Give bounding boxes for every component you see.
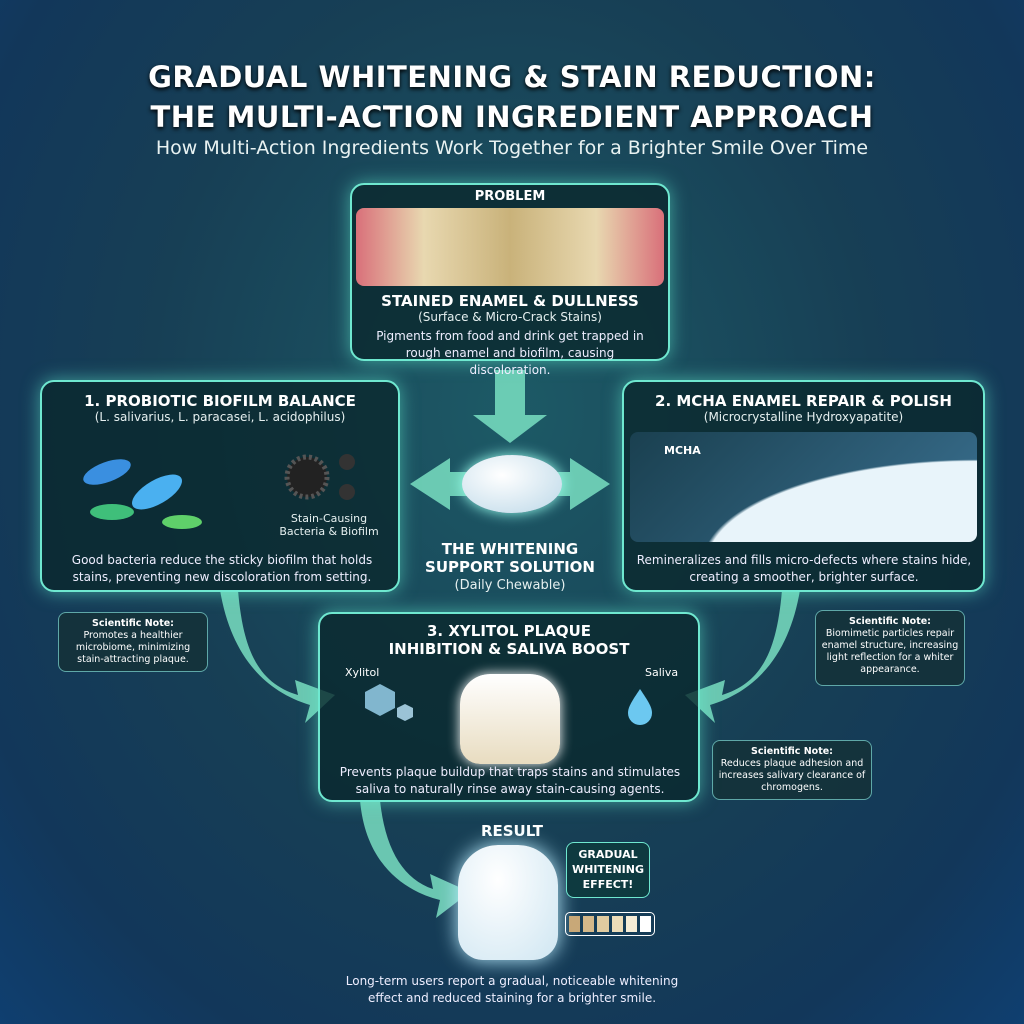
saliva-label: Saliva (645, 666, 679, 679)
probiotic-subheading: (L. salivarius, L. paracasei, L. acidoph… (94, 410, 346, 424)
probiotic-text: Good bacteria reduce the sticky biofilm … (71, 553, 373, 584)
note-title: Scientific Note: (751, 746, 833, 757)
mcha-text: Remineralizes and fills micro-defects wh… (636, 553, 972, 584)
solution-subheading: (Daily Chewable) (454, 578, 566, 593)
problem-heading: STAINED ENAMEL & DULLNESS (381, 292, 639, 310)
problem-box: PROBLEM STAINED ENAMEL & DULLNESS (Surfa… (350, 183, 670, 377)
mcha-image-label: MCHA (664, 444, 701, 457)
note-text: Biomimetic particles repair enamel struc… (821, 628, 959, 675)
shade-step (611, 916, 623, 932)
shade-step (625, 916, 637, 932)
mcha-subheading: (Microcrystalline Hydroxyapatite) (703, 410, 904, 424)
saliva-drop-icon (620, 684, 670, 734)
result-label: RESULT (480, 822, 544, 840)
result-text: Long-term users report a gradual, notice… (345, 974, 679, 1005)
title-line-2: THE MULTI-ACTION INGREDIENT APPROACH (150, 100, 874, 134)
subtitle: How Multi-Action Ingredients Work Togeth… (155, 137, 869, 159)
arrow-mcha-to-xylitol (685, 590, 800, 723)
xylitol-box: 3. XYLITOL PLAQUE INHIBITION & SALIVA BO… (318, 612, 700, 802)
title-line-1: GRADUAL WHITENING & STAIN REDUCTION: (148, 60, 876, 94)
arrow-down-problem (473, 370, 547, 443)
arrow-right-mcha (535, 458, 610, 510)
xylitol-text: Prevents plaque buildup that traps stain… (339, 765, 681, 796)
problem-label: PROBLEM (474, 189, 546, 204)
tooth-icon (460, 674, 560, 764)
problem-subheading: (Surface & Micro-Crack Stains) (418, 310, 602, 324)
mcha-box: 2. MCHA ENAMEL REPAIR & POLISH (Microcry… (622, 380, 985, 592)
xylitol-label: Xylitol (345, 666, 380, 679)
xylitol-crystal-icon (360, 679, 420, 729)
enamel-image (630, 432, 977, 542)
shade-progress-bar (565, 912, 655, 936)
probiotic-note: Scientific Note:Promotes a healthier mic… (58, 612, 208, 672)
shade-step (569, 916, 581, 932)
bacteria-label: Stain-Causing Bacteria & Biofilm (279, 512, 379, 538)
shade-step (583, 916, 595, 932)
shade-step (639, 916, 652, 932)
mcha-note: Scientific Note:Biomimetic particles rep… (815, 610, 965, 686)
note-title: Scientific Note: (849, 616, 931, 627)
bad-bacteria-icon (272, 447, 362, 507)
shade-step (597, 916, 609, 932)
chewable-tablet-icon (462, 455, 562, 513)
arrow-probiotic-to-xylitol (220, 590, 335, 723)
xylitol-note: Scientific Note:Reduces plaque adhesion … (712, 740, 872, 800)
arrow-left-probiotic (410, 458, 485, 510)
whitening-badge: GRADUAL WHITENING EFFECT! (566, 842, 650, 898)
problem-text: Pigments from food and drink get trapped… (376, 329, 644, 377)
note-title: Scientific Note: (92, 618, 174, 629)
probiotic-heading: 1. PROBIOTIC BIOFILM BALANCE (84, 392, 356, 410)
white-tooth-icon (458, 845, 558, 960)
solution-heading: THE WHITENING SUPPORT SOLUTION (425, 540, 595, 576)
probiotic-box: 1. PROBIOTIC BIOFILM BALANCE (L. salivar… (40, 380, 400, 592)
mcha-heading: 2. MCHA ENAMEL REPAIR & POLISH (655, 392, 952, 410)
good-bacteria-icon (67, 447, 207, 532)
note-text: Promotes a healthier microbiome, minimiz… (75, 630, 191, 665)
xylitol-heading: 3. XYLITOL PLAQUE INHIBITION & SALIVA BO… (388, 622, 630, 658)
arrow-to-result (360, 800, 470, 918)
stained-tooth-image (356, 208, 664, 286)
note-text: Reduces plaque adhesion and increases sa… (718, 758, 866, 793)
